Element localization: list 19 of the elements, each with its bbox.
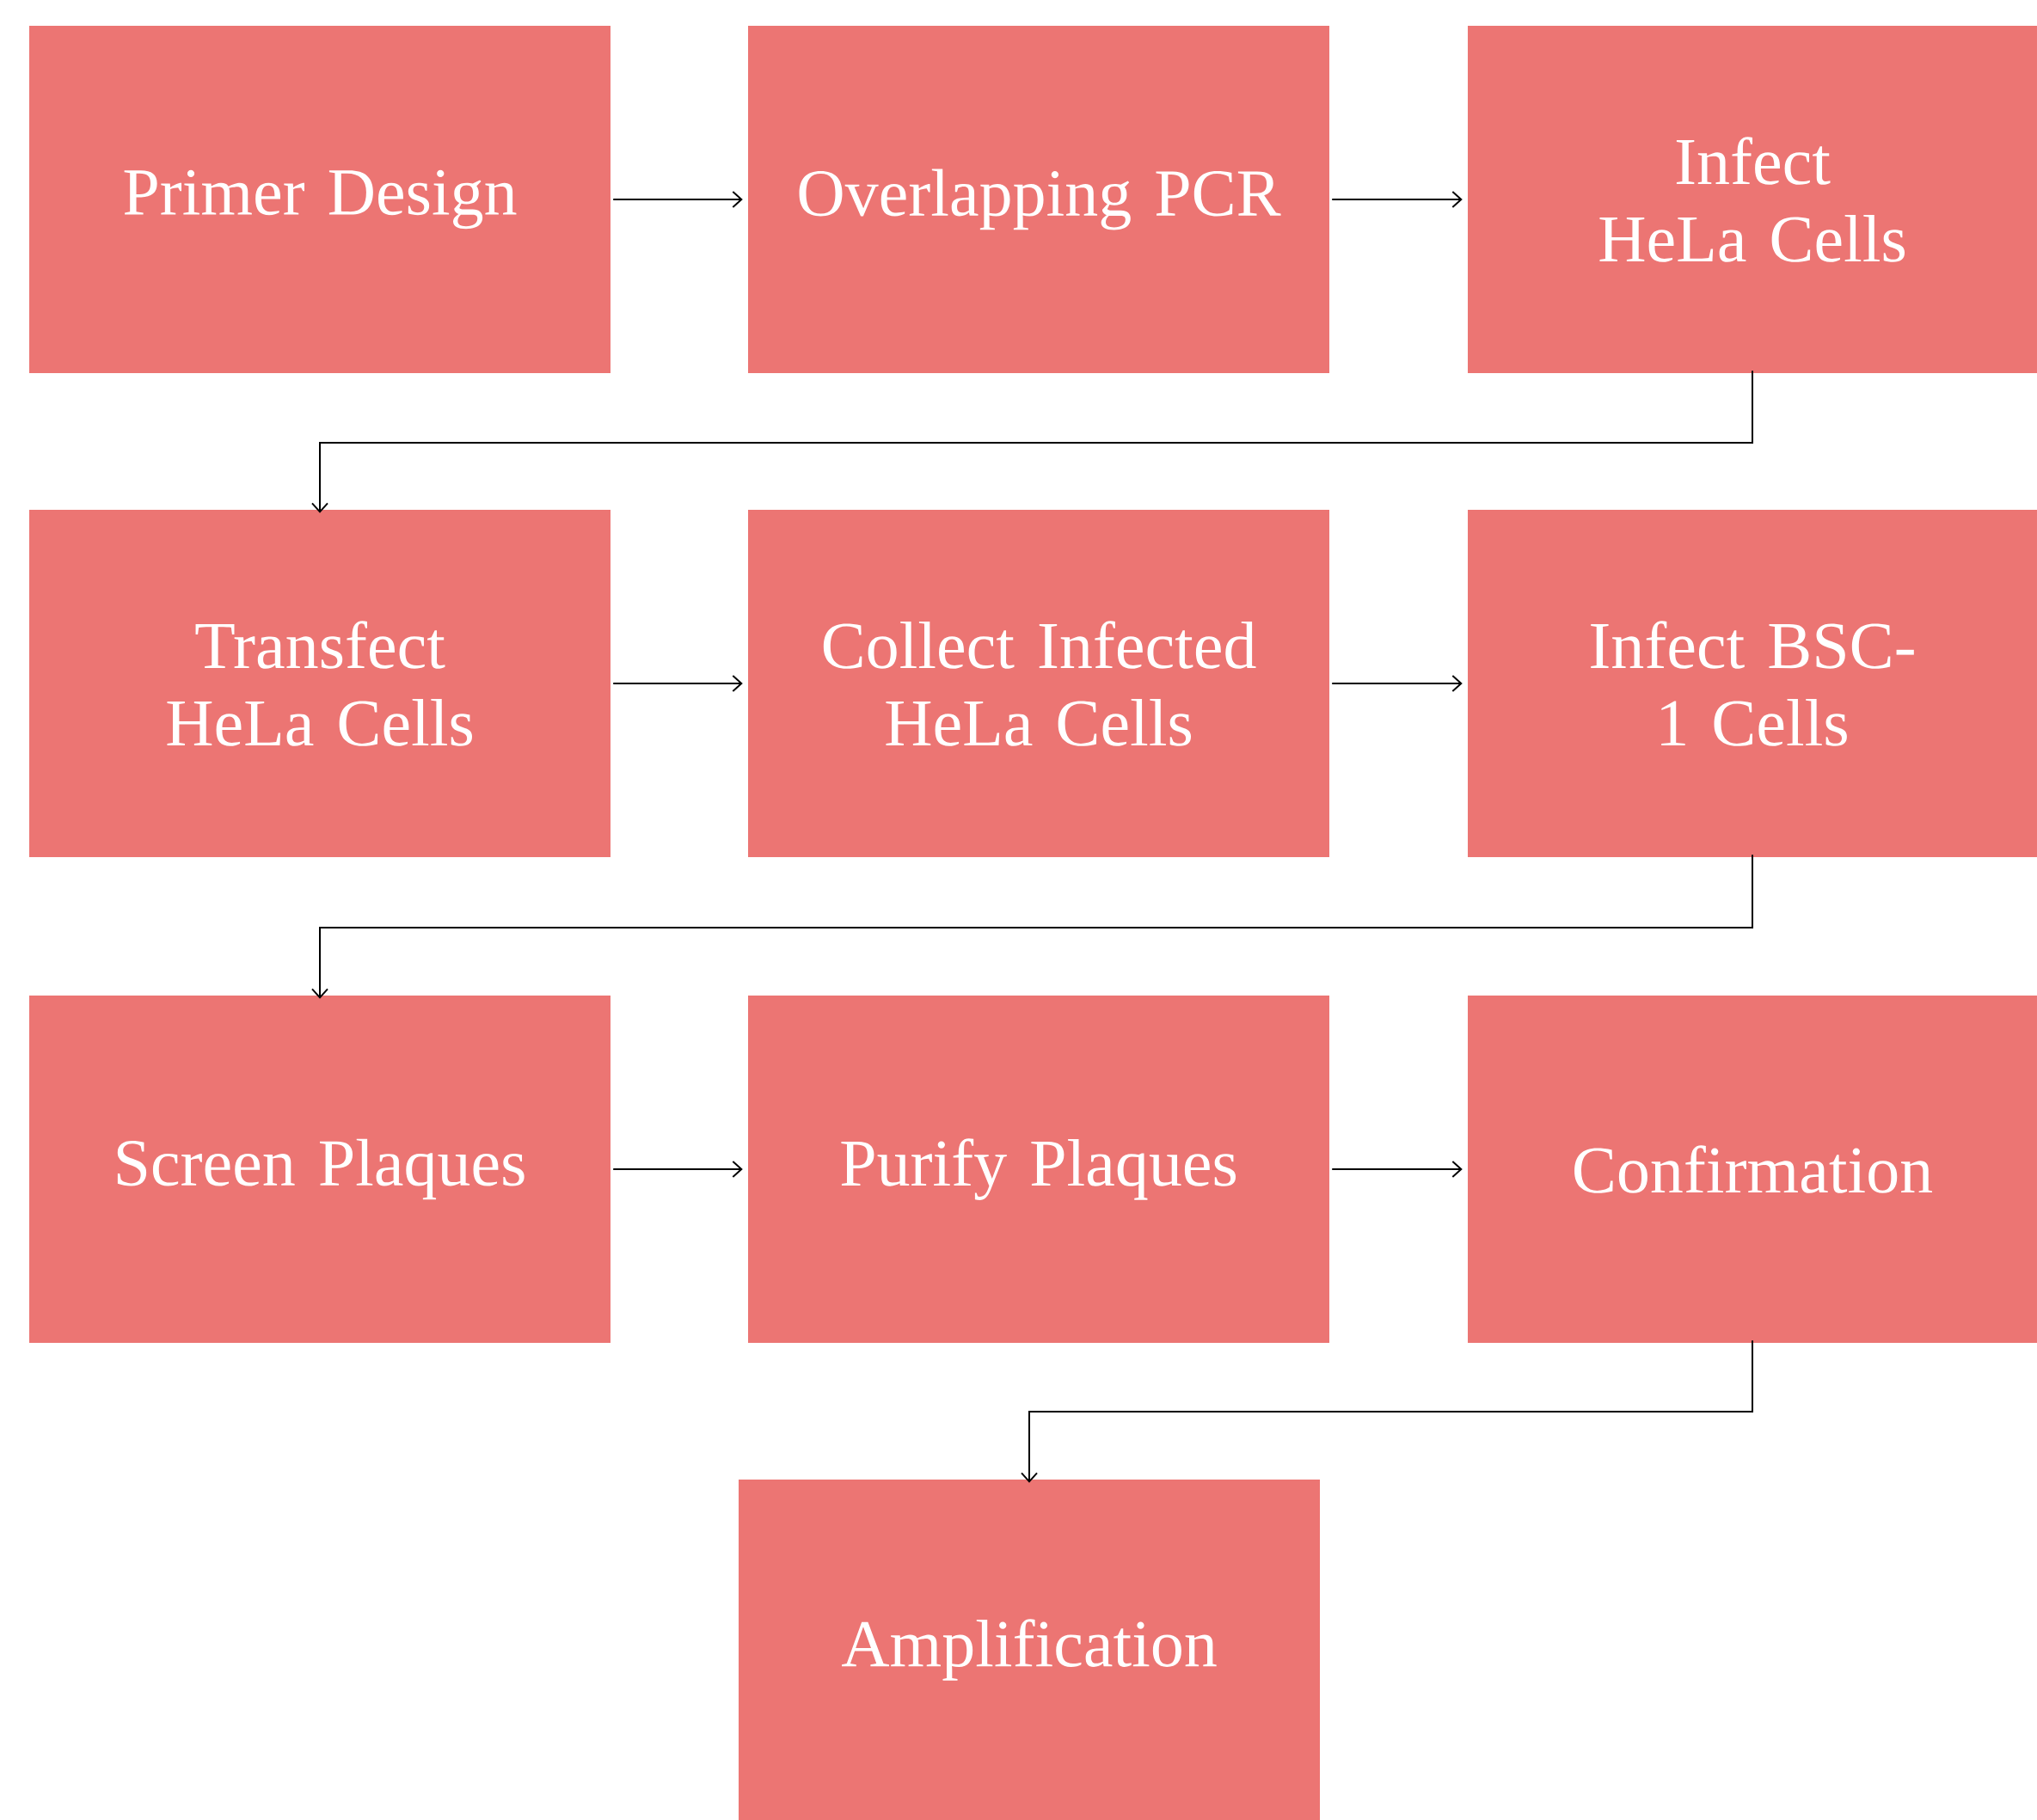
arrow — [1331, 1161, 1463, 1178]
arrow — [311, 854, 1753, 999]
process-box: Infect BSC-1 Cells — [1468, 510, 2037, 857]
process-box: Primer Design — [29, 26, 610, 373]
process-box: Purify Plaques — [748, 996, 1329, 1343]
process-box: Transfect HeLa Cells — [29, 510, 610, 857]
arrow — [612, 191, 743, 208]
arrow — [612, 675, 743, 692]
process-box: Infect HeLa Cells — [1468, 26, 2037, 373]
arrow — [1331, 675, 1463, 692]
process-box: Amplification — [739, 1480, 1320, 1820]
process-box: Screen Plaques — [29, 996, 610, 1343]
arrow — [1021, 1339, 1753, 1483]
arrow — [612, 1161, 743, 1178]
process-box: Confirmation — [1468, 996, 2037, 1343]
process-box: Collect Infected HeLa Cells — [748, 510, 1329, 857]
process-box: Overlapping PCR — [748, 26, 1329, 373]
arrow — [1331, 191, 1463, 208]
arrow — [311, 370, 1753, 513]
